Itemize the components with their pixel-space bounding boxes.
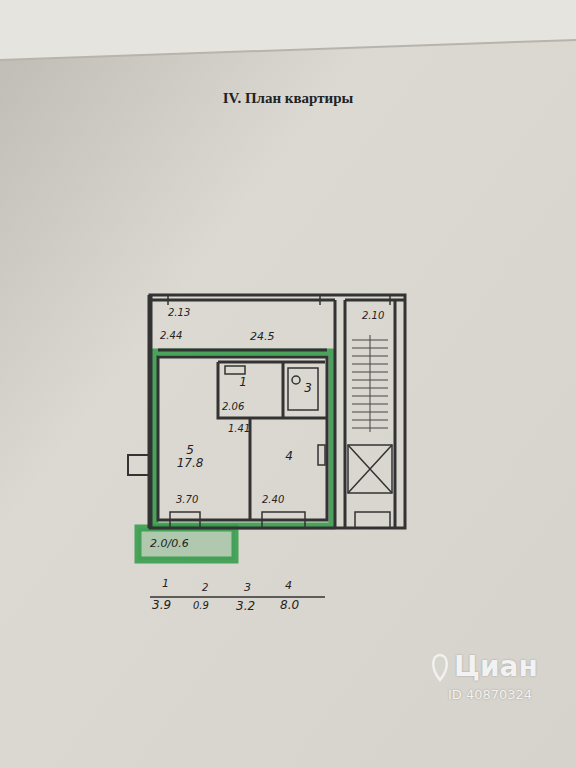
table-area-value: 3.2 [236, 600, 255, 613]
room-area-value: 17.8 [177, 457, 204, 470]
dimension: 2.40 [262, 494, 284, 505]
balcony-dimension: 2.0/0.6 [150, 538, 189, 550]
table-area-value: 8.0 [280, 599, 299, 612]
dimension: 2.10 [362, 310, 384, 321]
table-area-value: 3.9 [152, 599, 171, 612]
dimension: 1.41 [228, 423, 250, 434]
watermark-id: ID 40870324 [448, 688, 532, 702]
table-room-number: 4 [285, 580, 292, 592]
room-number: 4 [285, 450, 293, 463]
lift-symbol [348, 445, 392, 493]
room-area: 4 [275, 446, 303, 468]
watermark-logo [433, 655, 447, 680]
dimension: 2.44 [160, 330, 182, 341]
room-area: 517.8 [165, 438, 215, 476]
dimension: 24.5 [250, 331, 275, 343]
dimension: 2.13 [168, 307, 190, 318]
table-area-value: 0.9 [193, 600, 209, 611]
watermark: Циан [454, 652, 538, 683]
room-number: 5 [186, 444, 194, 457]
table-room-number: 2 [202, 582, 208, 593]
room-number: 3 [304, 382, 312, 395]
table-room-number: 1 [162, 578, 169, 590]
table-room-number: 3 [244, 582, 251, 594]
sheet-edge [0, 40, 576, 60]
dimension: 2.06 [222, 401, 244, 412]
room-area: 1 [228, 372, 258, 394]
dimension: 3.70 [176, 494, 198, 505]
stairs [352, 335, 388, 432]
room-number: 1 [239, 376, 247, 389]
table-rule [150, 596, 325, 598]
plan-title: IV. План квартиры [0, 90, 576, 107]
room-area: 3 [296, 378, 320, 400]
walls [128, 295, 405, 528]
top-sheet [0, 0, 576, 60]
